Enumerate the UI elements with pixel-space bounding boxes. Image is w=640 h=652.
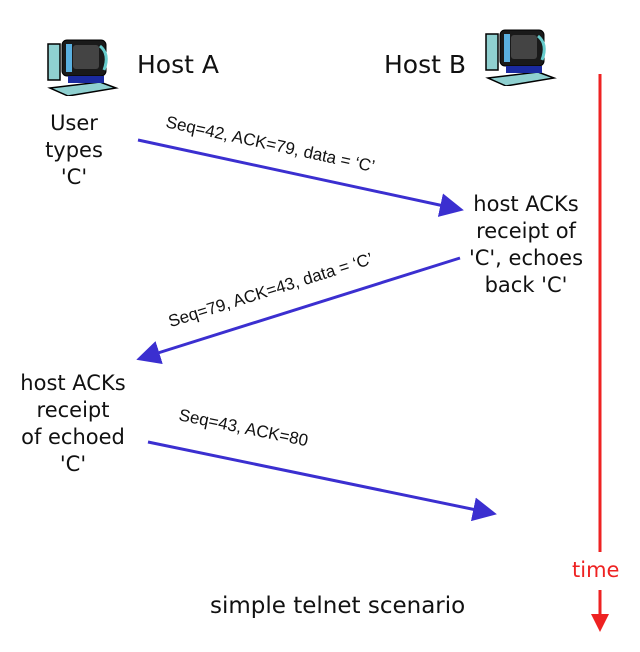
message-arrow-1 — [137, 138, 464, 217]
host-a-computer-icon — [47, 39, 119, 96]
host-b-computer-icon — [485, 29, 557, 86]
message-arrow-2 — [136, 256, 461, 365]
note-line: receipt — [36, 398, 110, 422]
note-line: types — [45, 138, 103, 162]
host-a-label: Host A — [137, 50, 219, 79]
note-line: back 'C' — [484, 273, 568, 297]
timeline-label: time — [572, 558, 620, 582]
note-line: host ACKs — [473, 192, 579, 216]
diagram-caption: simple telnet scenario — [210, 593, 466, 619]
note-user-types: User types 'C' — [34, 110, 114, 191]
note-line: User — [50, 111, 98, 135]
note-line: host ACKs — [20, 371, 126, 395]
note-line: 'C', echoes — [468, 246, 584, 270]
host-b-label: Host B — [384, 50, 467, 79]
note-host-b-acks: host ACKs receipt of 'C', echoes back 'C… — [456, 191, 596, 299]
message-arrow-3 — [147, 440, 497, 522]
note-line: of echoed — [21, 425, 125, 449]
note-line: 'C' — [59, 452, 87, 476]
note-line: receipt of — [476, 219, 576, 243]
note-line: 'C' — [60, 165, 88, 189]
note-host-a-acks: host ACKs receipt of echoed 'C' — [8, 370, 138, 478]
